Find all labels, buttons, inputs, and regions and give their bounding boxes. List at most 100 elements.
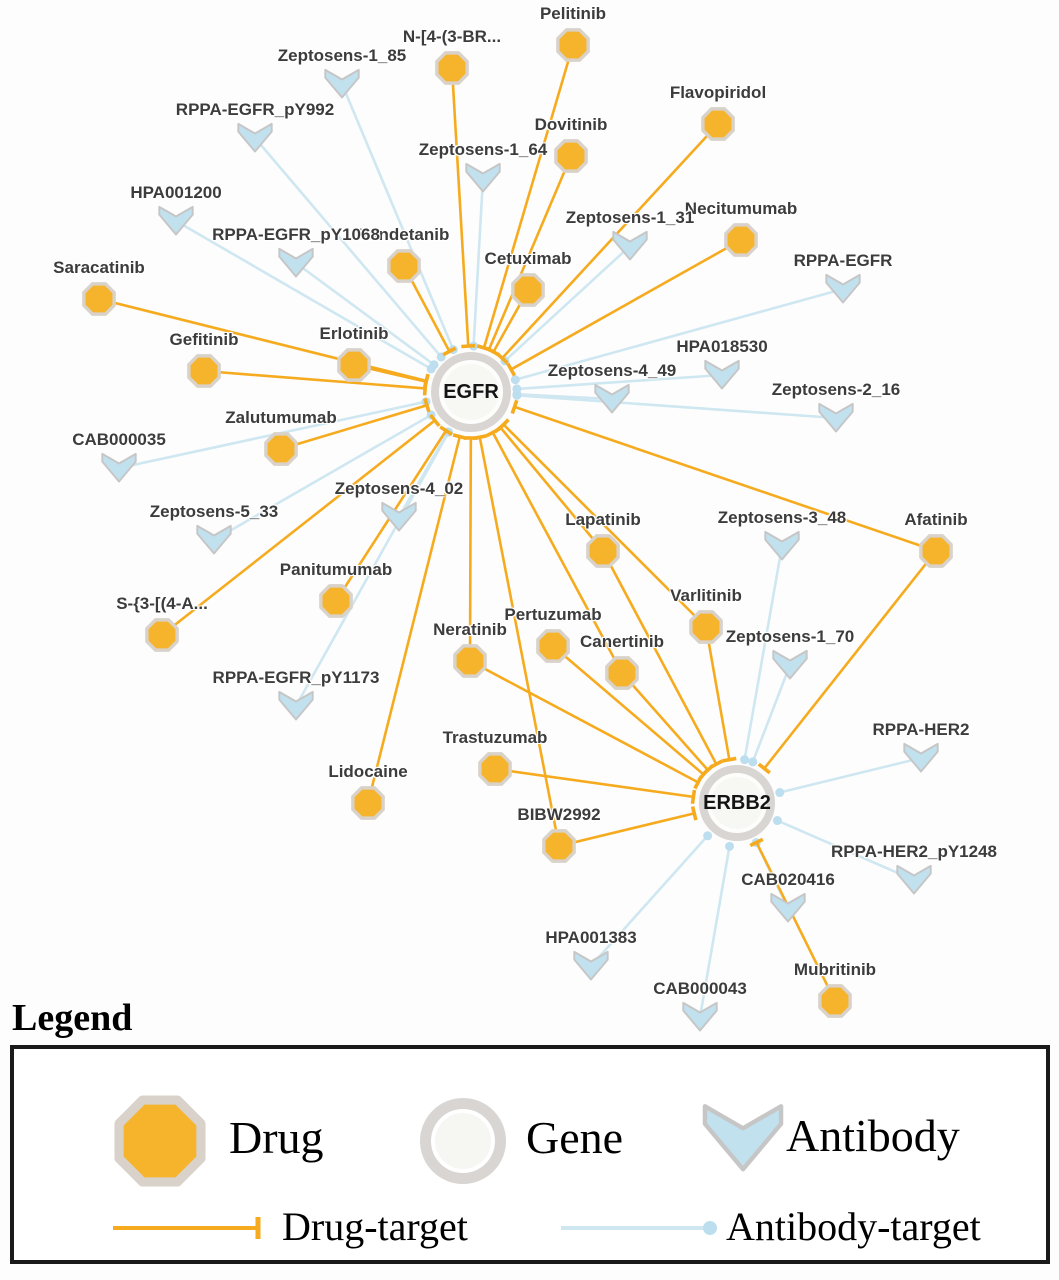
drug-node[interactable] (701, 107, 735, 141)
antibody-node[interactable] (465, 162, 501, 194)
drug-octagon-icon (435, 51, 469, 85)
drug-node-label: Afatinib (904, 510, 968, 529)
drug-octagon-icon (264, 432, 298, 466)
drug-node-label: Varlitinib (670, 586, 742, 605)
antibody-chevron-icon (465, 162, 501, 193)
antibody-node[interactable] (196, 524, 232, 556)
drug-node[interactable] (554, 139, 588, 173)
antibody-node[interactable] (818, 402, 854, 434)
antibody-chevron-icon (237, 122, 273, 153)
antibody-chevron-icon (702, 1104, 784, 1172)
antibody-chevron-icon (101, 452, 137, 483)
legend-antibody-target-symbol (556, 1213, 728, 1243)
antibody-target-dot (775, 788, 785, 798)
antibody-chevron-icon (573, 950, 609, 981)
drug-node-label: Canertinib (579, 632, 665, 651)
drug-node[interactable] (453, 644, 487, 678)
drug-node[interactable] (919, 534, 953, 568)
drug-node-label: Neratinib (433, 620, 507, 639)
antibody-target-dot (510, 375, 520, 385)
antibody-node[interactable] (682, 1001, 718, 1033)
drug-target-edge (482, 44, 575, 349)
drug-target-edge (621, 672, 709, 771)
drug-octagon-icon (605, 656, 639, 690)
drug-node[interactable] (689, 610, 723, 644)
antibody-node[interactable] (772, 649, 808, 681)
drug-target-edge (558, 812, 695, 848)
drug-node[interactable] (337, 348, 371, 382)
drug-node[interactable] (542, 829, 576, 863)
drug-target-edge-cap (472, 434, 487, 441)
drug-octagon-icon (453, 644, 487, 678)
antibody-target-dot (740, 755, 750, 765)
antibody-chevron-icon (704, 359, 740, 390)
drug-target-edge (755, 841, 837, 1002)
drug-node[interactable] (82, 282, 116, 316)
drug-target-edge (502, 423, 707, 628)
drug-node[interactable] (724, 223, 758, 257)
drug-target-edge-cap (506, 362, 517, 377)
antibody-target-dot (725, 841, 735, 851)
drug-target-edge (478, 436, 561, 847)
drug-node[interactable] (264, 432, 298, 466)
drug-node[interactable] (387, 249, 421, 283)
antibody-chevron-icon (825, 273, 861, 304)
drug-node[interactable] (319, 584, 353, 618)
antibody-target-dot (748, 757, 758, 767)
antibody-node[interactable] (612, 230, 648, 262)
drug-target-edge (469, 659, 699, 784)
drug-node[interactable] (605, 656, 639, 690)
antibody-node[interactable] (704, 359, 740, 391)
drug-target-edge (552, 645, 705, 776)
antibody-node[interactable] (278, 247, 314, 279)
drug-octagon-icon (478, 752, 512, 786)
antibody-node[interactable] (825, 273, 861, 305)
antibody-node-label: RPPA-EGFR_pY992 (175, 100, 335, 119)
antibody-target-edge (294, 431, 450, 707)
drug-octagon-icon (351, 786, 385, 820)
drug-node[interactable] (511, 273, 545, 307)
antibody-target-edge (213, 413, 432, 542)
antibody-node[interactable] (903, 742, 939, 774)
antibody-node-label: Zeptosens-3_48 (717, 508, 847, 527)
drug-node[interactable] (818, 984, 852, 1018)
antibody-node[interactable] (278, 690, 314, 722)
antibody-node[interactable] (237, 122, 273, 154)
drug-node-label: Cetuximab (484, 249, 572, 268)
antibody-node[interactable] (573, 950, 609, 982)
drug-node[interactable] (351, 786, 385, 820)
drug-octagon-icon (82, 282, 116, 316)
drug-node[interactable] (187, 354, 221, 388)
antibody-chevron-icon (903, 742, 939, 773)
drug-target-edge-cap (510, 399, 519, 415)
antibody-node[interactable] (770, 892, 806, 924)
drug-target-edge (366, 436, 462, 804)
antibody-target-edge (743, 545, 784, 760)
drug-node[interactable] (478, 752, 512, 786)
drug-node[interactable] (586, 534, 620, 568)
antibody-node[interactable] (381, 501, 417, 533)
antibody-node-label: CAB000035 (72, 430, 166, 449)
drug-node[interactable] (536, 629, 570, 663)
antibody-node[interactable] (101, 452, 137, 484)
gene-node-erbb2[interactable]: ERBB2 (699, 765, 775, 841)
gene-node-egfr[interactable]: EGFR (431, 352, 511, 432)
drug-target-edge-cap (486, 346, 501, 357)
antibody-node[interactable] (324, 68, 360, 100)
antibody-node[interactable] (896, 864, 932, 896)
drug-target-edge (468, 437, 473, 662)
drug-octagon-icon (319, 584, 353, 618)
antibody-node[interactable] (158, 205, 194, 237)
drug-target-edge (491, 431, 624, 674)
drug-node[interactable] (145, 618, 179, 652)
antibody-chevron-icon (896, 864, 932, 895)
drug-octagon-icon (701, 107, 735, 141)
drug-target-edge-cap (442, 346, 457, 357)
antibody-node-label: RPPA-HER2_pY1248 (831, 842, 997, 861)
antibody-node[interactable] (594, 383, 630, 415)
drug-node[interactable] (556, 28, 590, 62)
antibody-node[interactable] (764, 530, 800, 562)
antibody-node-label: CAB020416 (741, 870, 835, 889)
drug-node[interactable] (435, 51, 469, 85)
